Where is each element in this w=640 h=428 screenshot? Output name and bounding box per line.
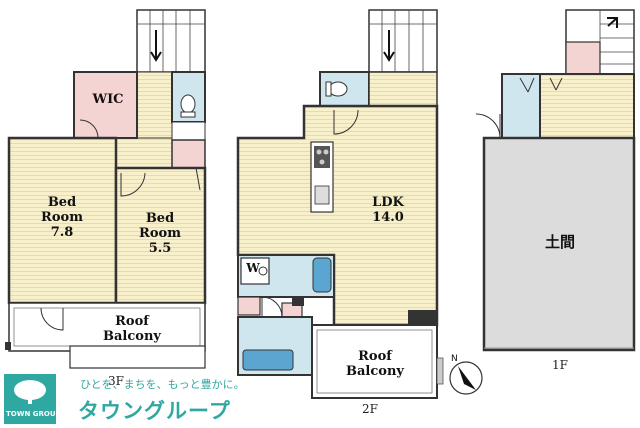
second-floor xyxy=(236,9,444,399)
bedroom-7-8-label: Bed Room 7.8 xyxy=(41,195,83,240)
compass xyxy=(449,361,483,395)
roof-balcony-2f xyxy=(311,324,438,399)
roof-balcony-2f-label: Roof Balcony xyxy=(346,349,404,379)
brand-tagline: ひとを、まちを、もっと豊かに。 xyxy=(80,378,245,391)
entrance-1f xyxy=(501,73,541,139)
doma-label: 土間 xyxy=(544,233,575,251)
floor-label-1f: 1F xyxy=(552,358,568,372)
bedroom-7-8 xyxy=(7,136,118,305)
brand-name: タウングループ xyxy=(78,399,231,423)
wic-label: WIC xyxy=(92,92,124,107)
floor-label-3f: 3F xyxy=(108,374,124,388)
third-floor xyxy=(5,9,207,369)
ldk-label: LDK 14.0 xyxy=(372,195,404,225)
stairs-2f xyxy=(368,9,438,73)
bedroom-5-5-label: Bed Room 5.5 xyxy=(139,211,181,256)
compass-north-label: N xyxy=(451,354,458,364)
roof-balcony-3f-label: Roof Balcony xyxy=(103,314,161,344)
wo-label: W xyxy=(246,261,260,275)
wic-room xyxy=(73,71,138,139)
town-group-logo xyxy=(4,374,56,424)
logo-text: TOWN GROUP xyxy=(6,410,61,418)
doma-room xyxy=(482,136,636,352)
bedroom-5-5 xyxy=(114,166,207,305)
first-floor xyxy=(475,9,636,352)
stairs-3f xyxy=(136,9,206,73)
floor-label-2f: 2F xyxy=(362,402,378,416)
entry-hall-1f xyxy=(539,73,635,139)
